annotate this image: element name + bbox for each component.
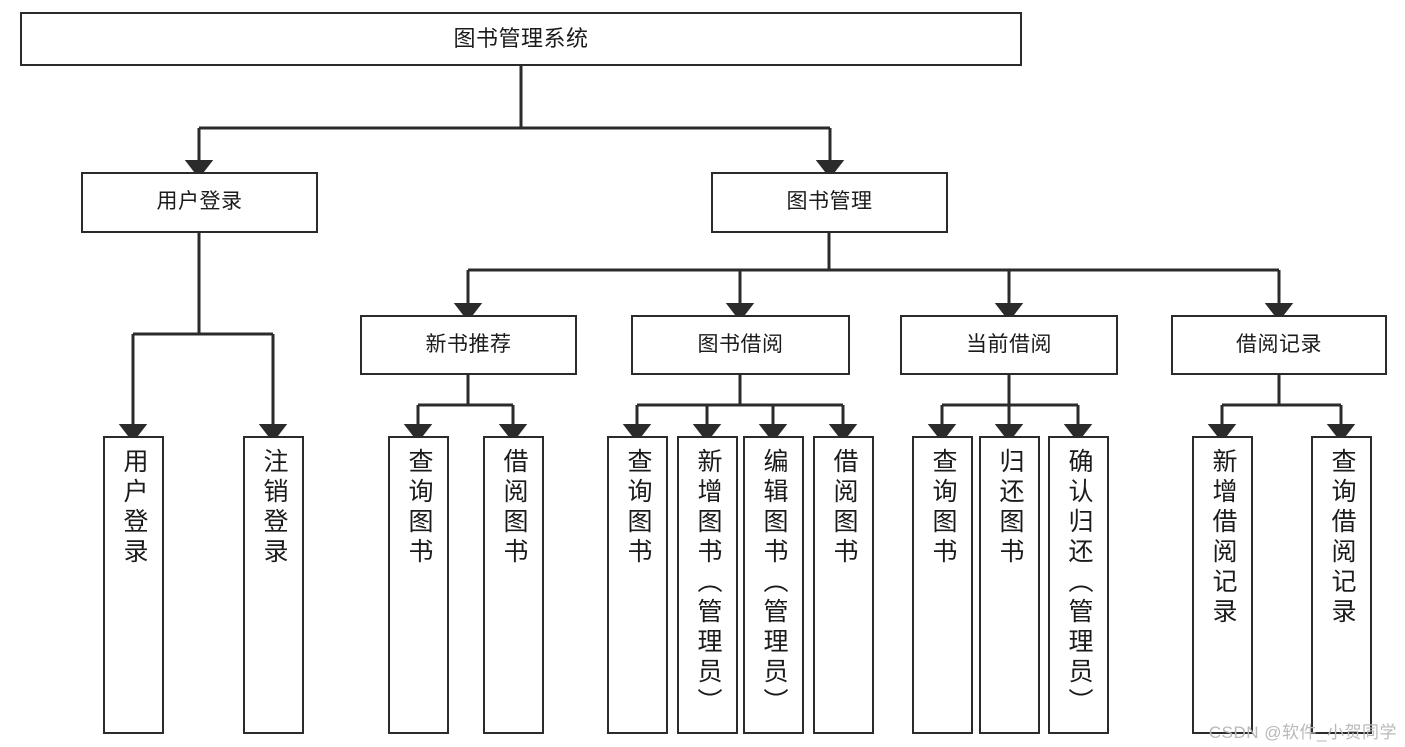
node-label: 查询图书 bbox=[405, 448, 433, 568]
node-label: 借阅记录 bbox=[1236, 332, 1322, 356]
leaf-query-book-borrow[interactable]: 查询图书 bbox=[607, 436, 668, 734]
node-label: 确认归还（管理员） bbox=[1065, 448, 1093, 718]
node-borrow-record[interactable]: 借阅记录 bbox=[1171, 315, 1387, 375]
node-label: 用户登录 bbox=[156, 190, 243, 214]
node-root-library-system[interactable]: 图书管理系统 bbox=[20, 12, 1022, 66]
leaf-borrow-book[interactable]: 借阅图书 bbox=[813, 436, 874, 734]
node-label: 借阅图书 bbox=[500, 448, 528, 568]
leaf-add-book-admin[interactable]: 新增图书（管理员） bbox=[677, 436, 738, 734]
node-label: 编辑图书（管理员） bbox=[760, 448, 788, 718]
node-label: 图书管理系统 bbox=[453, 26, 589, 52]
node-label: 借阅图书 bbox=[830, 448, 858, 568]
node-label: 查询借阅记录 bbox=[1328, 448, 1356, 628]
node-label: 新增借阅记录 bbox=[1209, 448, 1237, 628]
node-label: 图书借阅 bbox=[697, 332, 784, 356]
csdn-watermark: CSDN @软件_小贺同学 bbox=[1208, 723, 1397, 742]
node-new-book-recommend[interactable]: 新书推荐 bbox=[360, 315, 577, 375]
leaf-logout[interactable]: 注销登录 bbox=[243, 436, 304, 734]
leaf-query-book-recommend[interactable]: 查询图书 bbox=[388, 436, 449, 734]
node-book-borrow[interactable]: 图书借阅 bbox=[631, 315, 850, 375]
node-label: 查询图书 bbox=[624, 448, 652, 568]
node-label: 当前借阅 bbox=[966, 332, 1052, 356]
node-label: 注销登录 bbox=[260, 448, 288, 568]
node-book-management[interactable]: 图书管理 bbox=[711, 172, 948, 233]
leaf-add-borrow-record[interactable]: 新增借阅记录 bbox=[1192, 436, 1253, 734]
node-label: 新增图书（管理员） bbox=[694, 448, 722, 718]
node-current-borrow[interactable]: 当前借阅 bbox=[900, 315, 1118, 375]
leaf-confirm-return-admin[interactable]: 确认归还（管理员） bbox=[1048, 436, 1109, 734]
node-label: 归还图书 bbox=[996, 448, 1024, 568]
node-user-login[interactable]: 用户登录 bbox=[81, 172, 318, 233]
leaf-query-borrow-record[interactable]: 查询借阅记录 bbox=[1311, 436, 1372, 734]
node-label: 图书管理 bbox=[786, 190, 873, 214]
leaf-return-book[interactable]: 归还图书 bbox=[979, 436, 1040, 734]
node-label: 新书推荐 bbox=[425, 332, 512, 356]
leaf-user-login[interactable]: 用户登录 bbox=[103, 436, 164, 734]
leaf-edit-book-admin[interactable]: 编辑图书（管理员） bbox=[743, 436, 804, 734]
leaf-query-book-current[interactable]: 查询图书 bbox=[912, 436, 973, 734]
node-label: 用户登录 bbox=[120, 448, 148, 568]
node-label: 查询图书 bbox=[929, 448, 957, 568]
leaf-borrow-book-recommend[interactable]: 借阅图书 bbox=[483, 436, 544, 734]
